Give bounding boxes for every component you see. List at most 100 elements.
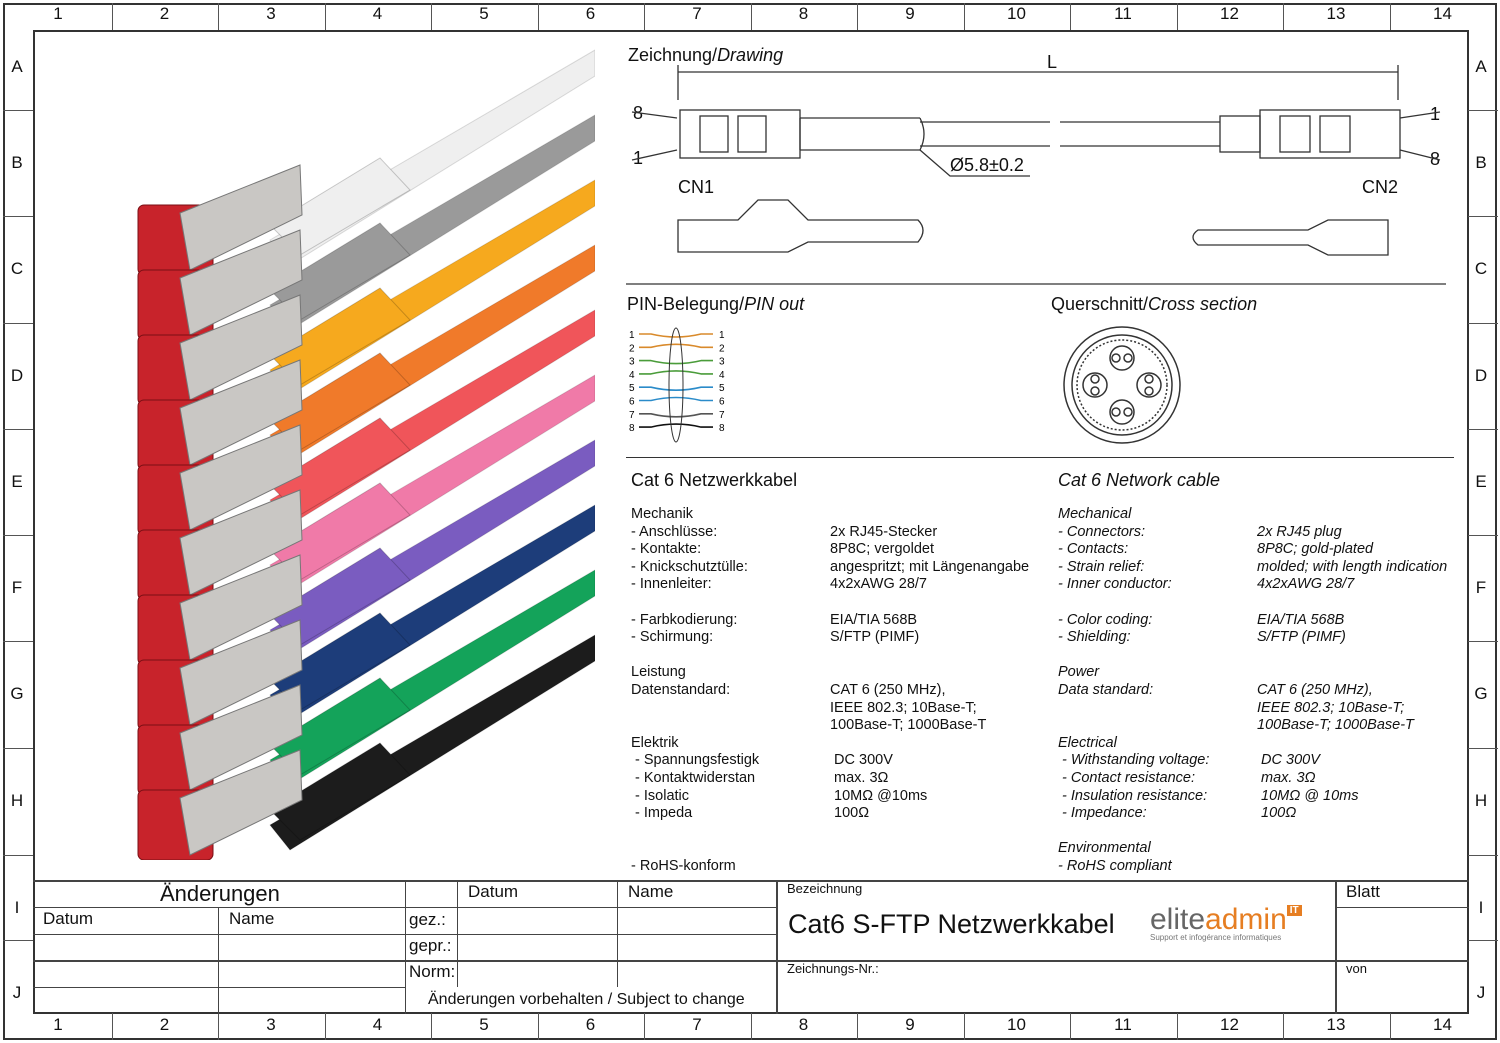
ruler-tick (218, 1013, 219, 1040)
ruler-tick (3, 535, 33, 536)
spec-label: - Contacts: (1058, 541, 1129, 558)
spec-label: - Impeda (631, 805, 693, 822)
spec-label: Data standard: (1058, 681, 1154, 698)
ruler-column-top: 14 (1433, 4, 1452, 23)
pin-number: 3 (629, 357, 635, 368)
spec-value: max. 3Ω (1257, 769, 1316, 786)
ruler-tick (644, 3, 645, 30)
spec-value: CAT 6 (250 MHz), (1257, 681, 1373, 698)
ruler-tick (3, 855, 33, 856)
spec-row (631, 839, 1029, 857)
spec-label: Environmental (1058, 840, 1151, 857)
spec-value: 4x2xAWG 28/7 (830, 576, 927, 593)
spec-value: 2x RJ45 plug (1257, 523, 1342, 540)
drawn-label: gez.: (409, 910, 446, 929)
spec-row: Electrical (1058, 734, 1447, 752)
ruler-tick (1283, 3, 1284, 30)
spec-label (631, 699, 830, 717)
spec-value: 8P8C; vergoldet (830, 541, 934, 558)
spec-label (1058, 822, 1257, 840)
spec-row: 100Base-T; 1000Base-T (1058, 716, 1447, 734)
ruler-column-bottom: 1 (53, 1015, 63, 1034)
wire-pair (639, 396, 713, 402)
pin-number: 4 (629, 370, 635, 381)
ruler-column-top: 11 (1114, 4, 1132, 23)
spec-value: 10MΩ @10ms (830, 787, 928, 804)
spec-de-title: Cat 6 Netzwerkkabel (631, 470, 798, 490)
spec-value: 4x2xAWG 28/7 (1257, 576, 1355, 593)
spec-row: - Contacts:8P8C; gold-plated (1058, 540, 1447, 558)
spec-row: - Innenleiter: 4x2xAWG 28/7 (631, 575, 1029, 593)
ruler-tick (3, 940, 33, 941)
spec-row: - Connectors:2x RJ45 plug (1058, 523, 1447, 541)
ruler-column-top: 6 (585, 4, 596, 23)
cable-illustration (137, 49, 595, 860)
checked-label: gepr.: (409, 936, 452, 955)
ruler-row-left: J (12, 983, 22, 1002)
ruler-tick (1389, 3, 1391, 30)
pin-number: 6 (629, 397, 635, 408)
spec-label: - Innenleiter: (631, 576, 712, 593)
spec-row: Datenstandard:CAT 6 (250 MHz), (631, 681, 1029, 699)
ruler-tick (1468, 110, 1498, 111)
ruler-column-top: 7 (692, 4, 702, 23)
spec-label: - Anschlüsse: (631, 523, 718, 540)
ruler-tick (431, 3, 432, 30)
cn2-label: CN2 (1362, 177, 1399, 197)
ruler-column-bottom: 13 (1326, 1015, 1346, 1034)
ruler-column-top: 1 (53, 4, 63, 23)
ruler-row-left: B (11, 153, 23, 172)
cross-section-title-en: Cross section (1148, 294, 1258, 314)
ruler-tick (857, 1013, 858, 1040)
spec-en-title: Cat 6 Network cable (1058, 470, 1221, 490)
ruler-tick (1468, 641, 1498, 642)
cn1-label: CN1 (678, 177, 715, 197)
ruler-column-bottom: 7 (692, 1015, 702, 1034)
spec-label: Datenstandard: (631, 681, 731, 698)
spec-row: - Shielding:S/FTP (PIMF) (1058, 628, 1447, 646)
wire-pair (639, 333, 713, 338)
ruler-row-left: H (10, 791, 24, 810)
ruler-column-bottom: 3 (266, 1015, 276, 1034)
pin-number: 4 (719, 370, 725, 381)
spec-label (631, 839, 830, 857)
ruler-row-right: H (1474, 791, 1488, 810)
spec-value: 100Base-T; 1000Base-T (830, 717, 987, 734)
spec-label: Elektrik (631, 734, 679, 751)
spec-value: molded; with length indication (1257, 558, 1448, 575)
divider (626, 457, 1454, 458)
spec-label: - Knickschutztülle: (631, 558, 748, 575)
sheet-label: Blatt (1346, 882, 1381, 901)
ruler-tick (1468, 940, 1498, 941)
ruler-row-right: F (1475, 578, 1487, 597)
spec-label: - Kontakte: (631, 541, 702, 558)
ruler-column-bottom: 8 (798, 1015, 809, 1034)
spec-label: - RoHS-konform (631, 857, 736, 874)
subject-to-change: Änderungen vorbehalten / Subject to chan… (428, 991, 745, 1008)
spec-value: EIA/TIA 568B (1257, 611, 1345, 628)
ruler-row-right: J (1476, 983, 1486, 1002)
changes-label: Änderungen (160, 881, 280, 906)
spec-label: - Shielding: (1058, 629, 1131, 646)
ruler-tick (1176, 3, 1178, 30)
spec-row (631, 646, 1029, 664)
spec-label: - Withstanding voltage: (1058, 752, 1210, 769)
ruler-row-left: F (11, 578, 23, 597)
ruler-tick (111, 3, 113, 30)
drawing-title-de: Zeichnung/ (628, 45, 718, 65)
ruler-column-top: 10 (1007, 4, 1026, 23)
of-label: von (1346, 961, 1367, 976)
spec-row: - Strain relief:molded; with length indi… (1058, 558, 1447, 576)
wire-pair (639, 423, 713, 428)
designation: Cat6 S-FTP Netzwerkkabel (788, 909, 1115, 939)
spec-row: - Impeda 100Ω (631, 804, 1029, 822)
spec-row: - Schirmung:S/FTP (PIMF) (631, 628, 1029, 646)
drawing-title-en: Drawing (717, 45, 784, 65)
pin-label: 1 (1430, 104, 1441, 124)
spec-value: angespritzt; mit Längenangabe (830, 558, 1030, 575)
length-label: L (1047, 52, 1058, 72)
diameter-label: Ø5.8±0.2 (950, 155, 1024, 175)
logo-badge: IT (1286, 905, 1302, 916)
spec-value: IEEE 802.3; 10Base-T; (1257, 699, 1405, 716)
ruler-column-top: 2 (159, 4, 170, 23)
